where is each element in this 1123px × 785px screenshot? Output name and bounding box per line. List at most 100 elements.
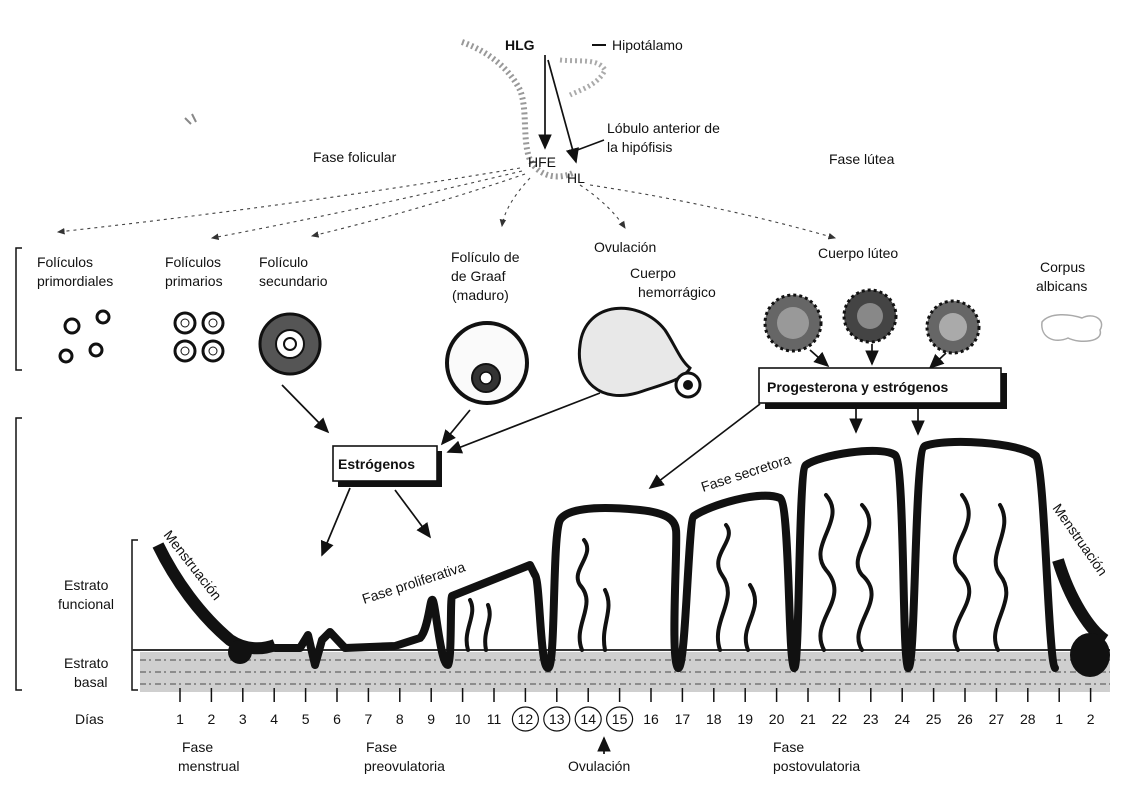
cl1-arrow bbox=[810, 350, 828, 366]
fase-postovulatoria-line2: postovulatoria bbox=[773, 758, 860, 774]
day-label: 27 bbox=[989, 711, 1005, 727]
day-label: 21 bbox=[800, 711, 816, 727]
dash-to-corpus-luteum bbox=[590, 185, 835, 238]
endometrial-glands bbox=[467, 495, 1007, 650]
day-label: 2 bbox=[208, 711, 216, 727]
ovulacion-bottom-label: Ovulación bbox=[568, 758, 630, 774]
hipotalamo-label: Hipotálamo bbox=[612, 37, 683, 53]
day-label: 20 bbox=[769, 711, 785, 727]
day-label: 12 bbox=[518, 711, 534, 727]
dash-to-primary bbox=[212, 171, 522, 238]
corpus-albicans bbox=[1042, 315, 1102, 342]
graaf-line2: de Graaf bbox=[451, 268, 506, 284]
fase-preovulatoria-line1: Fase bbox=[366, 739, 397, 755]
estrogen-to-endometrium-arrow-1 bbox=[322, 488, 350, 555]
hemorragico-line1: Cuerpo bbox=[630, 265, 676, 281]
day-label: 26 bbox=[957, 711, 973, 727]
dash-to-graaf bbox=[502, 178, 530, 226]
secondary-to-estrogen-arrow bbox=[282, 385, 328, 432]
hemorrhagic-to-estrogen-arrow bbox=[448, 393, 600, 452]
day-label: 13 bbox=[549, 711, 565, 727]
fase-menstrual-line2: menstrual bbox=[178, 758, 239, 774]
albicans-line2: albicans bbox=[1036, 278, 1087, 294]
dash-to-secondary bbox=[312, 174, 525, 236]
day-label: 23 bbox=[863, 711, 879, 727]
graaf-line3: (maduro) bbox=[452, 287, 509, 303]
day-label: 16 bbox=[643, 711, 659, 727]
fase-preovulatoria-line2: preovulatoria bbox=[364, 758, 445, 774]
graafian-follicle bbox=[447, 323, 527, 403]
hlg-label: HLG bbox=[505, 37, 535, 53]
secondary-follicle bbox=[260, 314, 320, 374]
day-label: 6 bbox=[333, 711, 341, 727]
estrogenos-label: Estrógenos bbox=[338, 456, 415, 472]
primordiales-line2: primordiales bbox=[37, 273, 113, 289]
day-label: 1 bbox=[176, 711, 184, 727]
progesterona-box: Progesterona y estrógenos bbox=[759, 368, 1007, 409]
menstrual-clot-right bbox=[1070, 633, 1110, 677]
estrato-basal-line2: basal bbox=[74, 674, 107, 690]
fase-lutea-label: Fase lútea bbox=[829, 151, 895, 167]
day-label: 2 bbox=[1087, 711, 1095, 727]
hemorragico-line2: hemorrágico bbox=[638, 284, 716, 300]
primarios-line2: primarios bbox=[165, 273, 223, 289]
corpus-luteum-3 bbox=[927, 301, 979, 353]
day-label: 14 bbox=[580, 711, 596, 727]
secundario-line1: Folículo bbox=[259, 254, 308, 270]
ovulacion-top-label: Ovulación bbox=[594, 239, 656, 255]
day-label: 18 bbox=[706, 711, 722, 727]
graaf-line1: Folículo de bbox=[451, 249, 520, 265]
fase-menstrual-line1: Fase bbox=[182, 739, 213, 755]
ovary-bracket bbox=[16, 248, 22, 370]
day-label: 10 bbox=[455, 711, 471, 727]
albicans-line1: Corpus bbox=[1040, 259, 1085, 275]
day-label: 8 bbox=[396, 711, 404, 727]
estrogen-to-endometrium-arrow-2 bbox=[395, 490, 430, 537]
day-label: 24 bbox=[894, 711, 910, 727]
lobulo-pointer bbox=[572, 140, 604, 152]
hl-label: HL bbox=[567, 170, 585, 186]
cuerpo-luteo-label: Cuerpo lúteo bbox=[818, 245, 898, 261]
day-label: 25 bbox=[926, 711, 942, 727]
lobulo-label-line1: Lóbulo anterior de bbox=[607, 120, 720, 136]
cl3-arrow bbox=[930, 353, 946, 368]
corpus-luteum-1 bbox=[765, 295, 821, 351]
estrato-funcional-line1: Estrato bbox=[64, 577, 109, 593]
fase-secretora-label: Fase secretora bbox=[699, 451, 793, 495]
estrogenos-box: Estrógenos bbox=[333, 446, 442, 487]
estrato-funcional-line2: funcional bbox=[58, 596, 114, 612]
corpus-luteum-2 bbox=[844, 290, 896, 342]
uterus-bracket bbox=[16, 418, 22, 690]
graaf-to-estrogen-arrow bbox=[442, 410, 470, 444]
day-label: 5 bbox=[302, 711, 310, 727]
fase-postovulatoria-line1: Fase bbox=[773, 739, 804, 755]
day-label: 3 bbox=[239, 711, 247, 727]
hlg-to-hl-arrow bbox=[548, 60, 576, 162]
day-label: 28 bbox=[1020, 711, 1036, 727]
fase-folicular-label: Fase folicular bbox=[313, 149, 397, 165]
day-label: 9 bbox=[427, 711, 435, 727]
primary-follicles bbox=[175, 313, 223, 361]
dias-label: Días bbox=[75, 711, 104, 727]
corpus-hemorrhagicum bbox=[579, 308, 700, 397]
menstrual-clot-left bbox=[228, 640, 252, 664]
progesterona-label: Progesterona y estrógenos bbox=[767, 379, 948, 395]
primarios-line1: Folículos bbox=[165, 254, 221, 270]
day-label: 22 bbox=[832, 711, 848, 727]
day-label: 7 bbox=[365, 711, 373, 727]
day-label: 15 bbox=[612, 711, 628, 727]
day-label: 11 bbox=[487, 711, 502, 727]
strata-bracket bbox=[132, 540, 138, 690]
lobulo-label-line2: la hipófisis bbox=[607, 139, 672, 155]
primordial-follicles bbox=[60, 311, 109, 362]
day-label: 1 bbox=[1055, 711, 1063, 727]
day-label: 17 bbox=[675, 711, 691, 727]
primordiales-line1: Folículos bbox=[37, 254, 93, 270]
day-label: 4 bbox=[270, 711, 278, 727]
secundario-line2: secundario bbox=[259, 273, 328, 289]
day-label: 19 bbox=[737, 711, 753, 727]
dash-to-ovulation bbox=[580, 185, 625, 228]
estrato-basal-line1: Estrato bbox=[64, 655, 109, 671]
